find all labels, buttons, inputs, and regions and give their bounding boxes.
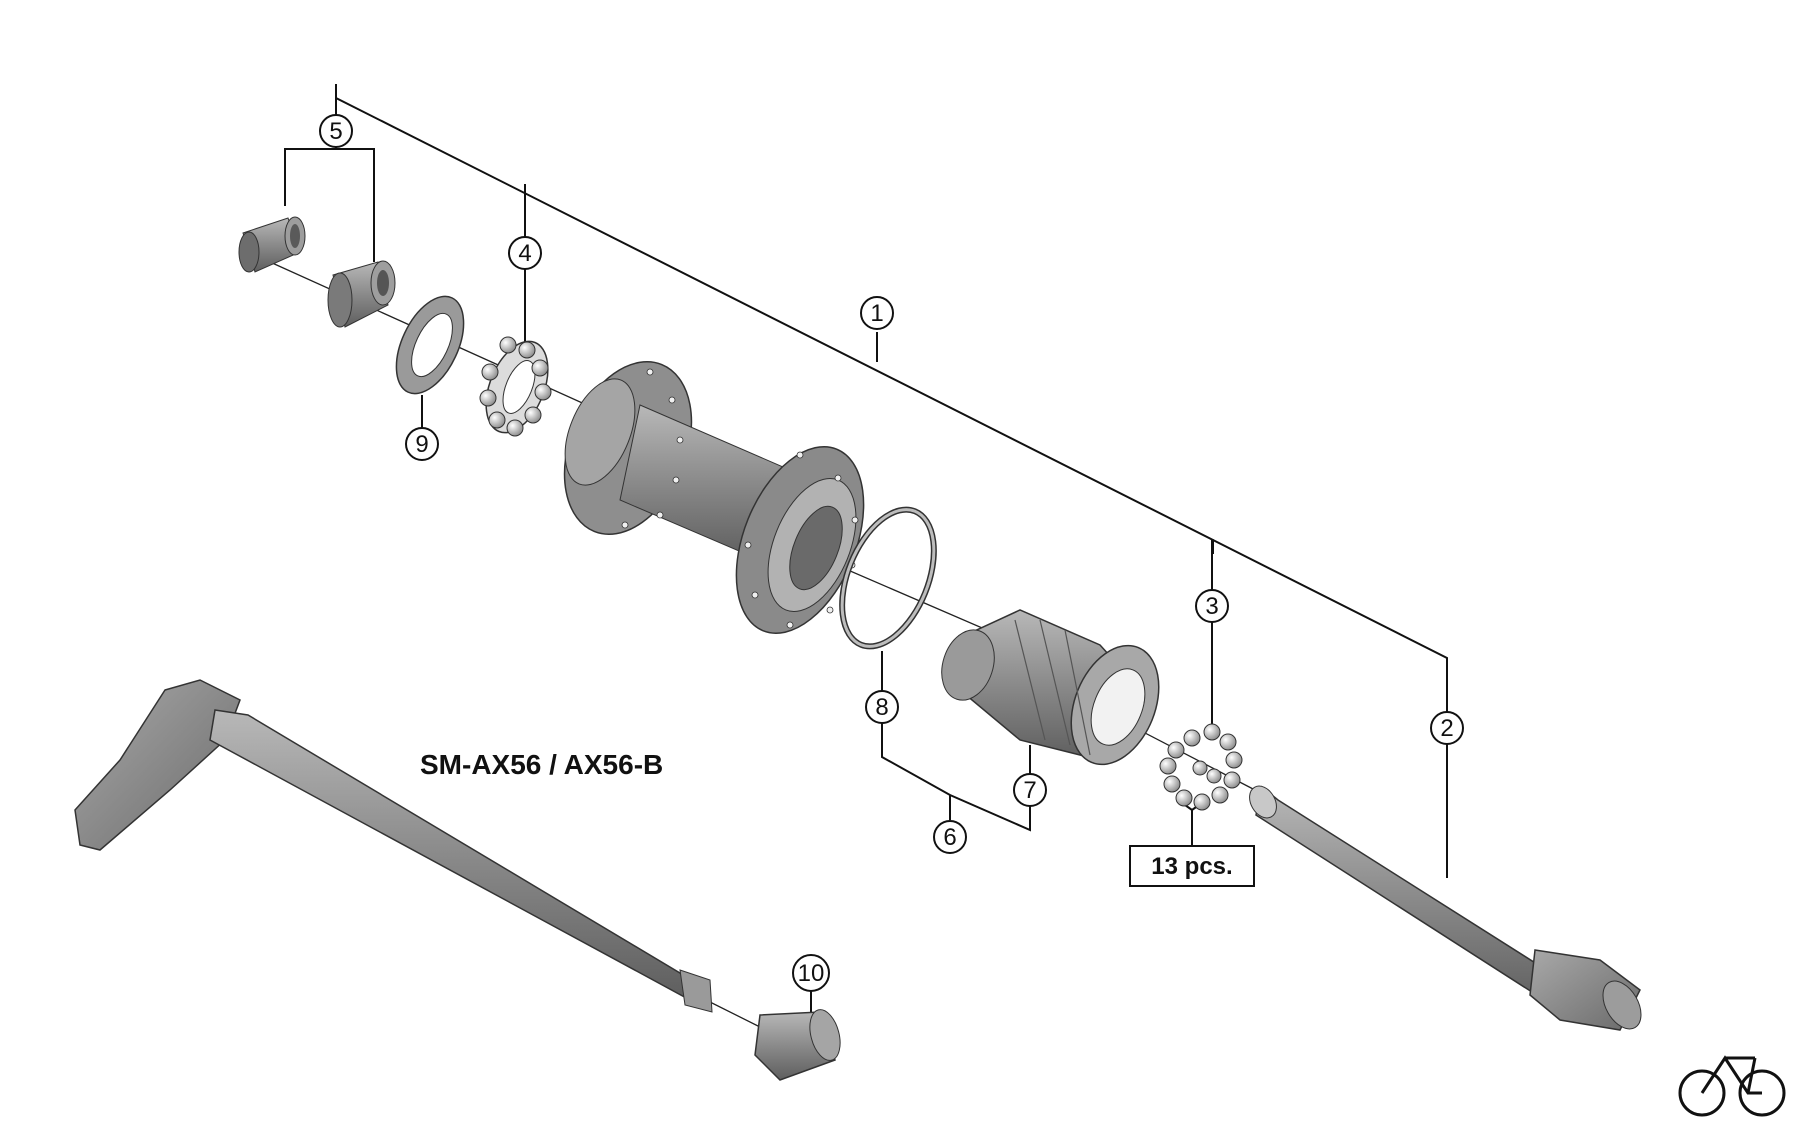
callout-1: 1 bbox=[860, 296, 894, 330]
hub-body bbox=[563, 361, 865, 635]
quantity-label-box: 13 pcs. bbox=[1129, 845, 1255, 887]
model-label: SM-AX56 / AX56-B bbox=[420, 749, 663, 780]
spoke-holes bbox=[621, 368, 859, 629]
callout-10: 10 bbox=[792, 954, 830, 992]
part-5-sleeve bbox=[238, 216, 306, 273]
svg-text:9: 9 bbox=[415, 431, 428, 458]
svg-text:4: 4 bbox=[518, 240, 531, 267]
callout-7: 7 bbox=[1013, 773, 1047, 807]
leader-lines bbox=[284, 84, 1448, 1025]
callout-4: 4 bbox=[508, 236, 542, 270]
part-2-axle bbox=[1249, 785, 1642, 1031]
part-10-nut bbox=[754, 1009, 841, 1081]
retainer-balls bbox=[479, 336, 552, 437]
callout-6: 6 bbox=[933, 820, 967, 854]
callout-9: 9 bbox=[405, 427, 439, 461]
svg-text:7: 7 bbox=[1023, 777, 1036, 804]
svg-text:1: 1 bbox=[870, 300, 883, 327]
svg-text:6: 6 bbox=[943, 824, 956, 851]
callout-5: 5 bbox=[319, 114, 353, 148]
svg-text:8: 8 bbox=[875, 694, 888, 721]
bicycle-icon bbox=[1678, 1055, 1786, 1117]
svg-text:3: 3 bbox=[1205, 593, 1218, 620]
thru-axle-lever bbox=[74, 679, 713, 1013]
quantity-label: 13 pcs. bbox=[1151, 853, 1232, 880]
callout-2: 2 bbox=[1430, 711, 1464, 745]
callout-8: 8 bbox=[865, 690, 899, 724]
part-7-freehub-body bbox=[941, 609, 1160, 766]
part-4-ball-retainer bbox=[479, 336, 552, 437]
svg-text:2: 2 bbox=[1440, 715, 1453, 742]
callout-3: 3 bbox=[1195, 589, 1229, 623]
svg-text:5: 5 bbox=[329, 118, 342, 145]
part-8-ring bbox=[839, 506, 937, 650]
part-5-cone bbox=[327, 260, 396, 328]
loose-bearing-balls bbox=[1159, 723, 1243, 811]
part-9-washer bbox=[395, 295, 465, 395]
svg-text:10: 10 bbox=[798, 960, 825, 987]
